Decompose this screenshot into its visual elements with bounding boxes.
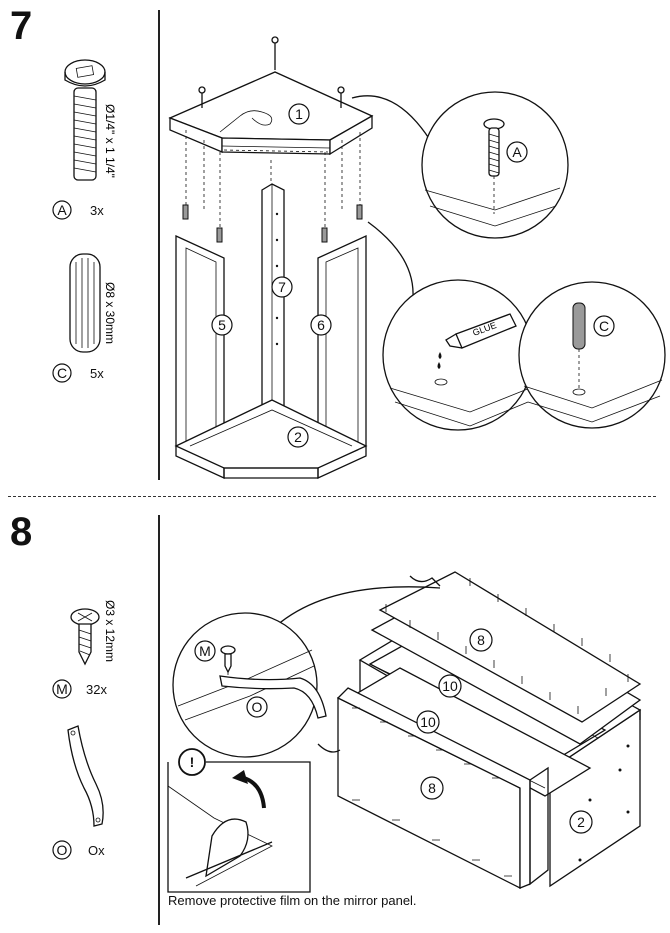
step-8-number: 8 — [10, 510, 33, 554]
part-m-label: M — [52, 679, 72, 699]
svg-text:2: 2 — [577, 814, 585, 830]
svg-text:6: 6 — [317, 317, 325, 333]
protective-film-warning — [167, 761, 311, 893]
part-a-dimension: Ø1/4" x 1 1/4" — [103, 104, 117, 178]
callout-c-label: C — [593, 315, 615, 337]
mirror-cabinet-assembly — [317, 571, 642, 890]
step-7-divider — [158, 10, 160, 480]
part-a-qty: 3x — [90, 203, 104, 218]
svg-text:8: 8 — [477, 632, 485, 648]
svg-text:!: ! — [190, 754, 195, 770]
svg-text:2: 2 — [294, 429, 302, 445]
svg-text:M: M — [199, 643, 211, 659]
part-c-dimension: Ø8 x 30mm — [103, 282, 117, 344]
svg-text:10: 10 — [442, 678, 458, 694]
panel-2-label: 2 — [287, 426, 309, 448]
rail-10-upper-label: 10 — [438, 674, 462, 698]
svg-text:A: A — [512, 144, 522, 160]
callout-a-label: A — [506, 141, 528, 163]
panel-6-label: 6 — [310, 314, 332, 336]
step-7-number: 7 — [10, 4, 33, 48]
screw-icon — [64, 59, 106, 181]
rail-10-lower-label: 10 — [416, 710, 440, 734]
svg-text:7: 7 — [278, 279, 286, 295]
svg-text:M: M — [56, 681, 68, 697]
callout-m-label: M — [194, 640, 216, 662]
part-c-qty: 5x — [90, 366, 104, 381]
svg-text:5: 5 — [218, 317, 226, 333]
part-m-dimension: Ø3 x 12mm — [103, 600, 117, 662]
warning-icon: ! — [178, 748, 206, 776]
callout-o-label: O — [246, 696, 268, 718]
svg-text:1: 1 — [295, 106, 303, 122]
svg-text:C: C — [57, 365, 67, 381]
part-c-label: C — [52, 363, 72, 383]
bracket-strap-icon — [67, 725, 104, 827]
svg-text:A: A — [57, 202, 67, 218]
mirror-film-note: Remove protective film on the mirror pan… — [168, 893, 417, 908]
wooden-dowel-icon — [69, 253, 101, 353]
part-m-qty: 32x — [86, 682, 107, 697]
callout-glue-detail — [367, 221, 534, 431]
svg-text:O: O — [252, 699, 263, 715]
panel-8-top-label: 8 — [469, 628, 493, 652]
svg-text:C: C — [599, 318, 609, 334]
corner-cabinet-frame — [168, 36, 374, 480]
panel-8-front-label: 8 — [420, 776, 444, 800]
step-8-divider — [158, 515, 160, 925]
side-panel-2-label: 2 — [569, 810, 593, 834]
panel-5-label: 5 — [211, 314, 233, 336]
svg-text:8: 8 — [428, 780, 436, 796]
step-separator — [8, 496, 656, 497]
part-o-qty: Ox — [88, 843, 105, 858]
callout-screw-detail — [351, 91, 569, 239]
panel-7-label: 7 — [271, 276, 293, 298]
svg-text:10: 10 — [420, 714, 436, 730]
callout-dowel-detail — [518, 281, 666, 429]
part-a-label: A — [52, 200, 72, 220]
screw-icon — [70, 608, 100, 666]
panel-1-label: 1 — [288, 103, 310, 125]
part-o-label: O — [52, 840, 72, 860]
svg-text:O: O — [57, 842, 68, 858]
